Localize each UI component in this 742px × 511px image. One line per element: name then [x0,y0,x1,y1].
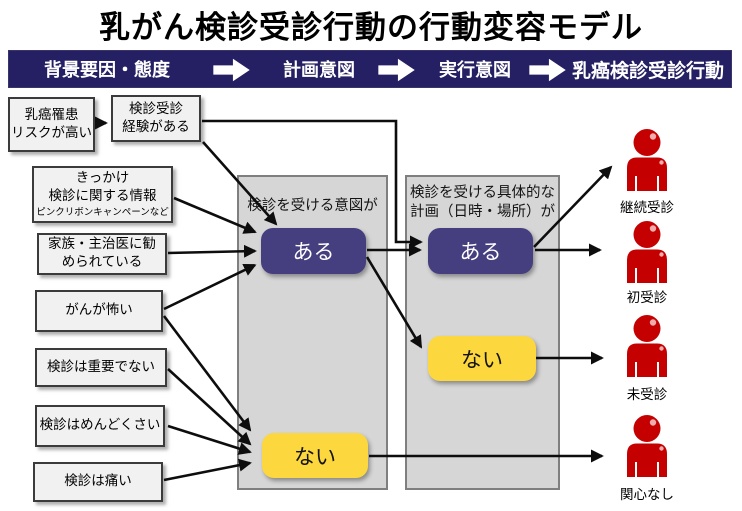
outcome-label-first-screening: 初受診 [626,290,668,306]
factor-screening-experience: 検診受診 経験がある [111,95,201,142]
person-icon-not-screened [627,315,667,377]
stage-label-plan-intention: 計画意図 [283,60,355,81]
intention-no-box: ない [262,433,368,478]
factor-line: められている [61,254,143,270]
factor-trigger-information: きっかけ 検診に関する情報 ピンクリボンキャンペーンなど [32,166,173,223]
factor-line: リスクが高い [11,124,92,141]
factor-line: がんが怖い [65,302,133,319]
factor-line: 乳癌罹患 [24,106,79,123]
factor-screening-painful: 検診は痛い [33,462,163,502]
factor-line: 検診は痛い [64,473,132,490]
factor-line: 経験がある [122,118,190,135]
factor-line: 検診は重要でない [47,358,155,375]
intention-panel: 検診を受ける意図が ある ない [237,175,388,490]
factor-line: 検診はめんどくさい [39,417,161,434]
factor-note: ピンクリボンキャンペーンなど [36,206,169,218]
outcome-label-not-screened: 未受診 [626,387,668,403]
plan-panel-label-line1: 検診を受ける具体的な [410,185,555,201]
factor-screening-not-important: 検診は重要でない [35,348,167,387]
stage-label-screening-behavior: 乳癌検診受診行動 [571,59,724,82]
plan-panel-label-line2: 計画（日時・場所）が [410,204,555,221]
factor-line: 検診に関する情報 [48,187,157,204]
page-title: 乳がん検診受診行動の行動変容モデル [99,10,643,46]
intention-panel-label: 検診を受ける意図が [247,198,378,214]
person-icon-no-interest [627,415,667,477]
outcome-label-no-interest: 関心なし [620,487,674,503]
plan-panel-label: 検診を受ける具体的な 計画（日時・場所）が [407,184,558,222]
person-icon-continued-screening [627,129,667,191]
factor-family-doctor-recommendation: 家族・主治医に勧 められている [37,233,167,275]
outcome-label-continued-screening: 継続受診 [620,200,674,216]
block-right-arrow-icon [213,58,250,82]
block-right-arrow-icon [378,58,415,82]
intention-yes-box: ある [261,228,366,274]
plan-yes-box: ある [428,228,533,274]
factor-fear-of-cancer: がんが怖い [35,290,163,332]
person-icon-first-screening [627,221,667,283]
factor-line: きっかけ [75,169,130,186]
factor-line: 家族・主治医に勧 [48,236,156,253]
stage-bar: 背景要因・態度 計画意図 実行意図 乳癌検診受診行動 [8,50,732,88]
stage-label-background-factors: 背景要因・態度 [44,60,170,81]
block-right-arrow-icon [529,58,566,82]
factor-line: 検診受診 [129,100,183,117]
factor-screening-hassle: 検診はめんどくさい [35,405,165,447]
plan-no-box: ない [428,336,536,381]
stage-label-execution-intention: 実行意図 [439,60,511,81]
plan-panel: 検診を受ける具体的な 計画（日時・場所）が ある ない [405,175,560,490]
factor-high-risk: 乳癌罹患 リスクが高い [8,97,95,152]
